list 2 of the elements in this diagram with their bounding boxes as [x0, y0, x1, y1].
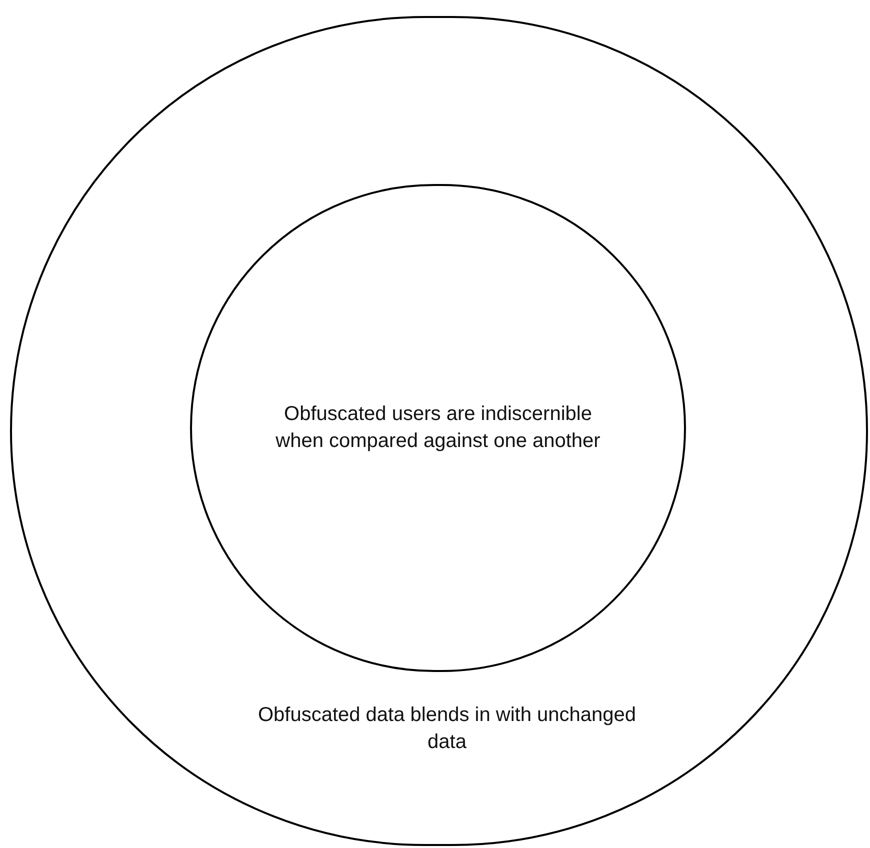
- circle-label: Obfuscated users are indiscernible when compared against one another: [274, 402, 602, 454]
- circle-label: Obfuscated data blends in with unchanged data: [256, 703, 638, 755]
